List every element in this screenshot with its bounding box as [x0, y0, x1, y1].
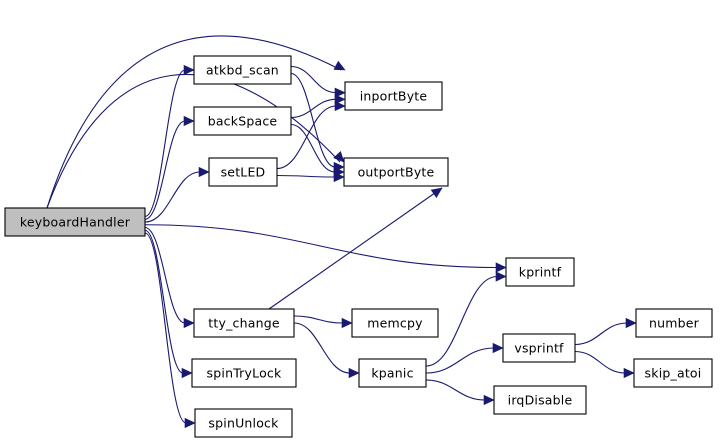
node-label-atkbd_scan: atkbd_scan	[206, 63, 279, 78]
node-layer: keyboardHandler atkbd_scan backSpace setLED…	[4, 55, 713, 438]
edge-arrowhead	[183, 317, 195, 329]
edge-arrowhead	[625, 317, 637, 329]
edge-kpanic-to-irqDisable	[425, 379, 486, 401]
edge-layer	[46, 35, 637, 429]
edge-atkbd_scan-to-outportByte	[290, 72, 336, 168]
node-label-keyboardHandler: keyboardHandler	[20, 215, 131, 230]
edge-backSpace-to-inportByte	[290, 98, 337, 119]
node-box-atkbd_scan[interactable]	[193, 55, 292, 85]
edge-keyboardHandler-to-kprintf	[144, 224, 498, 269]
node-label-tty_change: tty_change	[208, 316, 280, 331]
node-number[interactable]: number	[635, 308, 713, 338]
node-label-spinUnlock: spinUnlock	[208, 416, 279, 431]
node-label-kprintf: kprintf	[519, 265, 562, 280]
node-label-skip_atoi: skip_atoi	[645, 366, 702, 381]
node-kprintf[interactable]: kprintf	[505, 257, 575, 287]
node-inportByte[interactable]: inportByte	[344, 81, 443, 111]
node-spinTryLock[interactable]: spinTryLock	[191, 358, 297, 388]
edge-arrowhead	[184, 417, 196, 429]
node-box-number[interactable]	[635, 308, 713, 338]
node-label-irqDisable: irqDisable	[508, 393, 573, 408]
edge-arrowhead	[430, 187, 443, 199]
edge-arrowhead	[495, 271, 507, 282]
node-skip_atoi[interactable]: skip_atoi	[633, 358, 713, 388]
node-box-irqDisable[interactable]	[493, 385, 587, 415]
edge-arrowhead	[183, 115, 195, 127]
edge-tty_change-to-memcpy	[293, 315, 344, 324]
node-box-inportByte[interactable]	[344, 81, 443, 111]
edge-keyboardHandler-to-atkbd_scan	[144, 69, 186, 218]
node-keyboardHandler[interactable]: keyboardHandler	[4, 207, 146, 237]
node-atkbd_scan[interactable]: atkbd_scan	[193, 55, 292, 85]
edge-setLED-to-inportByte	[276, 105, 337, 170]
edge-tty_change-to-outportByte	[268, 187, 443, 310]
node-tty_change[interactable]: tty_change	[193, 308, 295, 338]
edge-keyboardHandler-to-setLED	[144, 171, 201, 223]
edge-arrowhead	[495, 262, 507, 273]
node-spinUnlock[interactable]: spinUnlock	[194, 408, 293, 438]
node-kpanic[interactable]: kpanic	[358, 358, 427, 388]
node-backSpace[interactable]: backSpace	[193, 106, 292, 136]
edge-vsprintf-to-skip_atoi	[574, 350, 626, 374]
node-box-kpanic[interactable]	[358, 358, 427, 388]
node-label-outportByte: outportByte	[358, 165, 435, 180]
node-box-outportByte[interactable]	[343, 157, 449, 187]
edge-arrowhead	[333, 151, 345, 163]
node-box-setLED[interactable]	[208, 157, 278, 187]
edge-arrowhead	[333, 60, 346, 71]
edge-arrowhead	[181, 367, 193, 379]
node-box-memcpy[interactable]	[351, 308, 439, 338]
edge-arrowhead	[334, 94, 346, 105]
edge-arrowhead	[198, 166, 210, 178]
node-box-keyboardHandler[interactable]	[4, 207, 146, 237]
node-label-vsprintf: vsprintf	[514, 341, 564, 356]
node-outportByte[interactable]: outportByte	[343, 157, 449, 187]
node-box-tty_change[interactable]	[193, 308, 295, 338]
edge-arrowhead	[492, 342, 504, 354]
edge-keyboardHandler-to-spinUnlock	[144, 232, 187, 424]
edge-atkbd_scan-to-inportByte	[290, 65, 337, 94]
edge-setLED-to-outportByte	[276, 174, 336, 178]
edge-arrowhead	[483, 394, 495, 406]
edge-tty_change-to-kpanic	[293, 322, 351, 374]
edge-vsprintf-to-number	[574, 322, 628, 346]
edge-arrowhead	[183, 64, 195, 76]
node-box-vsprintf[interactable]	[502, 333, 576, 363]
edge-backSpace-to-outportByte	[290, 123, 336, 173]
node-label-number: number	[649, 316, 700, 331]
edge-arrowhead	[334, 87, 346, 98]
node-label-backSpace: backSpace	[208, 114, 278, 129]
edge-arrowhead	[623, 367, 635, 379]
node-label-spinTryLock: spinTryLock	[207, 366, 282, 381]
node-memcpy[interactable]: memcpy	[351, 308, 439, 338]
edge-arrowhead	[333, 171, 345, 183]
node-box-spinTryLock[interactable]	[191, 358, 297, 388]
node-setLED[interactable]: setLED	[208, 157, 278, 187]
edge-arrowhead	[348, 367, 360, 379]
node-label-kpanic: kpanic	[371, 366, 413, 381]
edge-kpanic-to-vsprintf	[425, 347, 495, 374]
edge-keyboardHandler-to-tty_change	[144, 226, 186, 324]
node-irqDisable[interactable]: irqDisable	[493, 385, 587, 415]
edge-keyboardHandler-to-backSpace	[144, 120, 186, 220]
edge-keyboardHandler-to-spinTryLock	[144, 229, 184, 374]
node-label-inportByte: inportByte	[360, 89, 428, 104]
edge-keyboardHandler-to-inportByte	[46, 35, 342, 209]
node-box-spinUnlock[interactable]	[194, 408, 293, 438]
node-label-memcpy: memcpy	[367, 316, 423, 331]
edge-arrowhead	[341, 317, 353, 329]
node-label-setLED: setLED	[221, 165, 266, 180]
edge-arrowhead	[334, 100, 346, 112]
node-box-skip_atoi[interactable]	[633, 358, 713, 388]
edge-kpanic-to-kprintf	[425, 275, 498, 367]
node-box-kprintf[interactable]	[505, 257, 575, 287]
edge-keyboardHandler-to-outportByte	[46, 73, 341, 209]
node-box-backSpace[interactable]	[193, 106, 292, 136]
node-vsprintf[interactable]: vsprintf	[502, 333, 576, 363]
